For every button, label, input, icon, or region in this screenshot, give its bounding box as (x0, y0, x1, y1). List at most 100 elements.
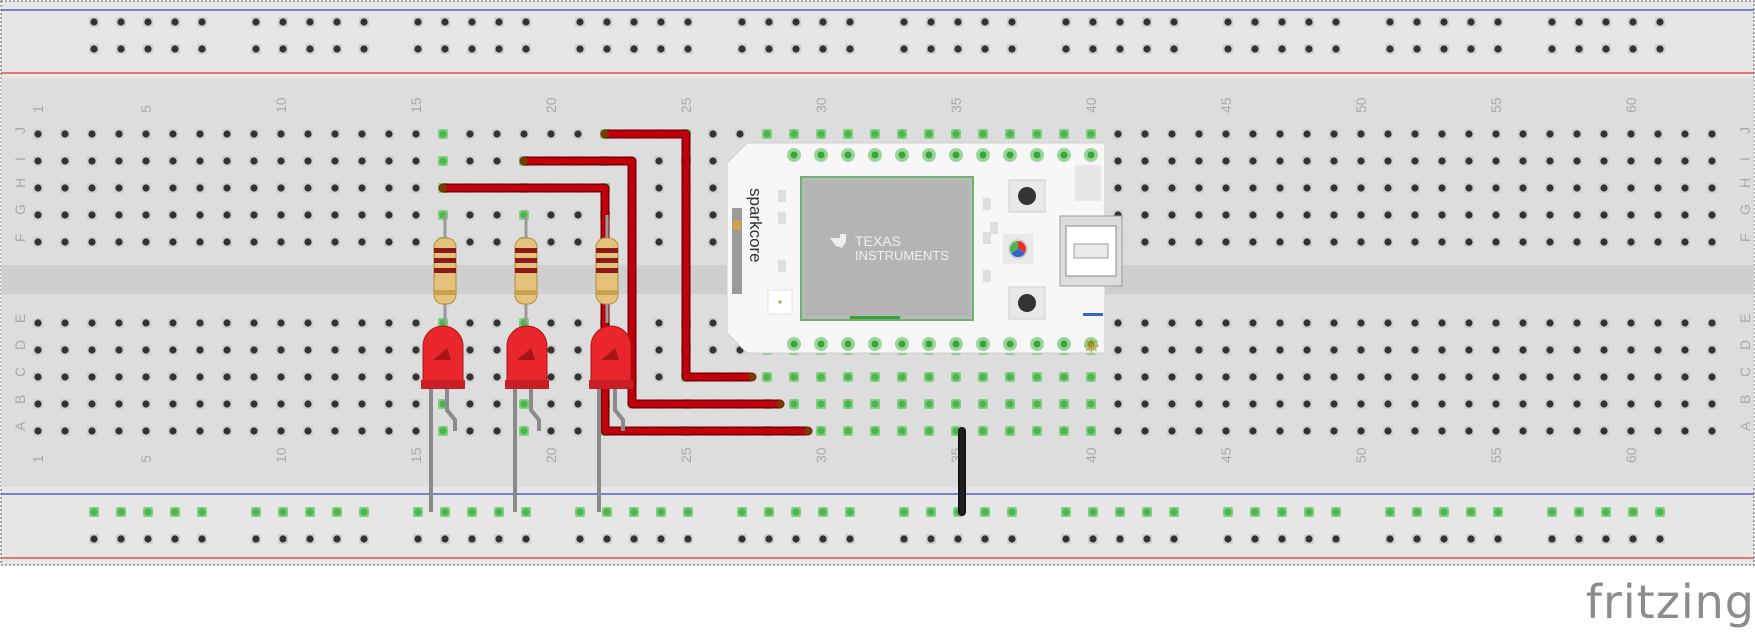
hole-center (1494, 535, 1502, 543)
hole-center (1303, 184, 1311, 192)
hole-center (1546, 211, 1554, 219)
column-number: 60 (1623, 97, 1639, 113)
hole-center (277, 157, 285, 165)
hole-connected-center (817, 130, 825, 138)
column-number: 10 (273, 447, 289, 463)
hole-center (142, 319, 150, 327)
hole-center (144, 18, 152, 26)
hole-center (493, 373, 501, 381)
hole-center (1575, 18, 1583, 26)
hole-center (1411, 346, 1419, 354)
hole-center (1575, 535, 1583, 543)
hole-center (1465, 130, 1473, 138)
hole-center (1411, 130, 1419, 138)
hole-center (1681, 238, 1689, 246)
hole-center (412, 157, 420, 165)
hole-center (547, 346, 555, 354)
hole-center (1573, 238, 1581, 246)
hole-connected-center (576, 508, 584, 516)
hole-center (34, 238, 42, 246)
hole-connected-center (1060, 130, 1068, 138)
hole-connected-center (90, 508, 98, 516)
hole-center (250, 211, 258, 219)
hole-center (142, 427, 150, 435)
hole-center (1519, 373, 1527, 381)
hole-center (1708, 211, 1716, 219)
hole-center (88, 319, 96, 327)
hole-center (1548, 535, 1556, 543)
hole-center (1708, 427, 1716, 435)
smd-part (778, 260, 786, 272)
hole-center (250, 400, 258, 408)
hole-connected-center (817, 373, 825, 381)
hole-center (331, 130, 339, 138)
column-number: 30 (813, 97, 829, 113)
hole-center (1440, 535, 1448, 543)
hole-connected-center (763, 130, 771, 138)
column-number: 35 (948, 97, 964, 113)
hole-center (1330, 346, 1338, 354)
hole-center (1114, 319, 1122, 327)
module-pin-center (979, 340, 987, 348)
hole-center (88, 400, 96, 408)
hole-center (1222, 211, 1230, 219)
hole-center (385, 319, 393, 327)
hole-center (709, 319, 717, 327)
hole-connected-center (790, 400, 798, 408)
hole-center (1573, 130, 1581, 138)
hole-center (655, 157, 663, 165)
row-letter: I (12, 157, 28, 161)
hole-center (927, 535, 935, 543)
row-letter: F (1737, 233, 1753, 242)
column-number: 1 (30, 105, 46, 113)
hole-center (1573, 400, 1581, 408)
hole-center (792, 45, 800, 53)
hole-center (1224, 535, 1232, 543)
hole-center (547, 400, 555, 408)
hole-connected-center (1224, 508, 1232, 516)
resistor-band (515, 258, 537, 263)
wire-3-end (748, 373, 756, 381)
hole-center (1116, 18, 1124, 26)
hole-center (630, 535, 638, 543)
hole-center (412, 427, 420, 435)
hole-center (1386, 535, 1394, 543)
hole-center (1627, 211, 1635, 219)
hole-center (252, 18, 260, 26)
hole-center (1168, 238, 1176, 246)
hole-center (88, 211, 96, 219)
hole-center (1656, 18, 1664, 26)
hole-center (358, 238, 366, 246)
hole-center (1654, 319, 1662, 327)
hole-connected-center (871, 400, 879, 408)
hole-center (468, 18, 476, 26)
hole-connected-center (898, 373, 906, 381)
hole-center (198, 45, 206, 53)
rgb-led-green (1009, 240, 1018, 253)
hole-center (466, 211, 474, 219)
hole-connected-center (925, 130, 933, 138)
module-pin-center (1060, 151, 1068, 159)
hole-connected-center (117, 508, 125, 516)
hole-center (603, 18, 611, 26)
hole-connected-center (952, 373, 960, 381)
hole-center (1195, 238, 1203, 246)
chip-brand-line2: INSTRUMENTS (855, 248, 949, 263)
hole-center (1629, 18, 1637, 26)
hole-center (1195, 400, 1203, 408)
hole-center (277, 400, 285, 408)
sparkcore-label: sparkcore (746, 188, 765, 263)
hole-center (574, 211, 582, 219)
hole-center (1332, 18, 1340, 26)
hole-center (630, 45, 638, 53)
hole-center (360, 535, 368, 543)
hole-center (1062, 45, 1070, 53)
hole-center (169, 157, 177, 165)
column-number: 50 (1353, 97, 1369, 113)
hole-center (414, 18, 422, 26)
hole-center (1708, 319, 1716, 327)
hole-center (1519, 238, 1527, 246)
hole-center (277, 211, 285, 219)
hole-center (90, 535, 98, 543)
hole-center (1357, 427, 1365, 435)
